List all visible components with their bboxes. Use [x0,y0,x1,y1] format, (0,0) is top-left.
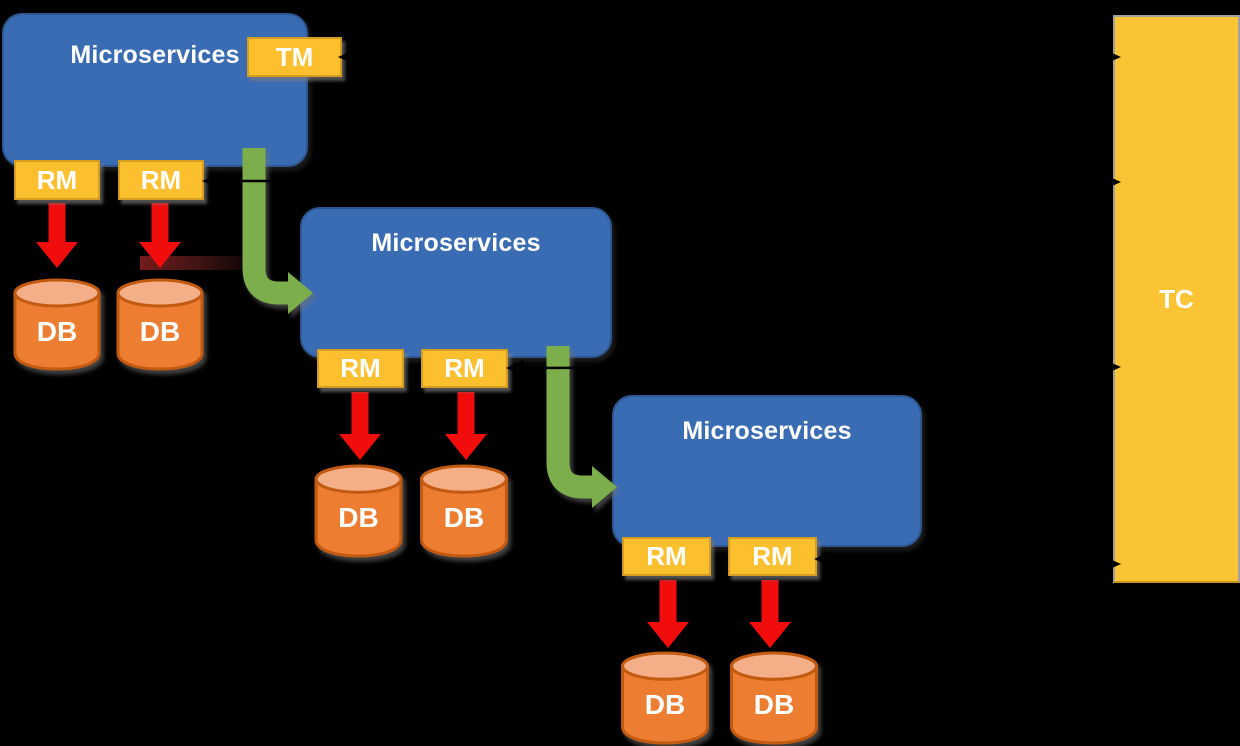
arrow-shaft [457,392,475,434]
arrow-head [36,242,78,268]
database-label: DB [644,689,686,721]
resource-manager-box-1a: RM [14,160,100,200]
microservice-1-label: Microservices [70,41,240,69]
database-cylinder-1a: DB [12,277,102,371]
rm-to-db-arrow-1a [36,203,78,268]
database-cylinder-3a: DB [618,650,712,745]
connector-rm3-tc [817,557,1118,566]
connector-rm2-tc [509,365,1118,370]
microservice-3-label: Microservices [682,417,852,445]
database-label: DB [139,315,181,347]
flow-arrow-service1-to-service2 [242,148,289,305]
arrow-shaft [48,203,66,242]
rm-to-db-arrow-3a [647,580,689,648]
arrow-shaft [761,580,779,622]
database-cylinder-2b: DB [418,463,510,558]
cylinder-shape [314,464,403,558]
rm-to-db-arrow-3b [749,580,791,648]
arrow-head [339,434,381,460]
rm-to-db-arrow-2a [339,392,381,460]
arrow-head [647,622,689,648]
microservice-node-3: Microservices [612,395,922,547]
flow-arrow-service2-to-service3 [546,346,593,499]
resource-manager-box-3b: RM [728,537,817,576]
transaction-coordinator-bar: TC [1113,15,1240,583]
resource-manager-box-2b: RM [421,349,508,388]
resource-manager-box-1b: RM [118,160,204,200]
arrow-head [139,242,181,268]
resource-manager-label: RM [444,353,485,383]
resource-manager-label: RM [646,541,687,571]
arrow-head [445,434,487,460]
database-label: DB [36,315,78,347]
cylinder-shape [730,651,818,745]
database-label: DB [338,502,379,534]
database-label: DB [443,502,485,534]
rm-to-db-arrow-1b [139,203,181,268]
resource-manager-label: RM [752,541,793,571]
database-cylinder-1b: DB [115,277,205,371]
connector-rm1-tc [205,179,1118,184]
microservice-node-2: Microservices [300,207,612,358]
transaction-manager-box: TM [247,37,342,77]
transaction-coordinator-label: TC [1159,283,1194,314]
resource-manager-label: RM [340,353,381,383]
transaction-manager-label: TM [275,41,314,72]
rm-to-db-arrow-2b [445,392,487,460]
arrow-shaft [351,392,369,434]
cylinder-shape [420,464,508,558]
arrow-shaft [659,580,677,622]
cylinder-shape [116,278,204,371]
database-cylinder-3b: DB [728,650,820,745]
arrow-shaft [151,203,169,242]
database-label: DB [753,689,795,721]
resource-manager-label: RM [36,164,78,195]
resource-manager-label: RM [140,164,182,195]
database-cylinder-2a: DB [313,463,404,558]
resource-manager-box-3a: RM [622,537,711,576]
microservice-2-label: Microservices [371,229,541,257]
connector-head-rm2 [506,360,524,376]
cylinder-shape [13,278,101,371]
resource-manager-box-2a: RM [317,349,404,388]
cylinder-shape [621,651,709,745]
arrow-head [749,622,791,648]
connector-head-rm1 [202,173,220,189]
